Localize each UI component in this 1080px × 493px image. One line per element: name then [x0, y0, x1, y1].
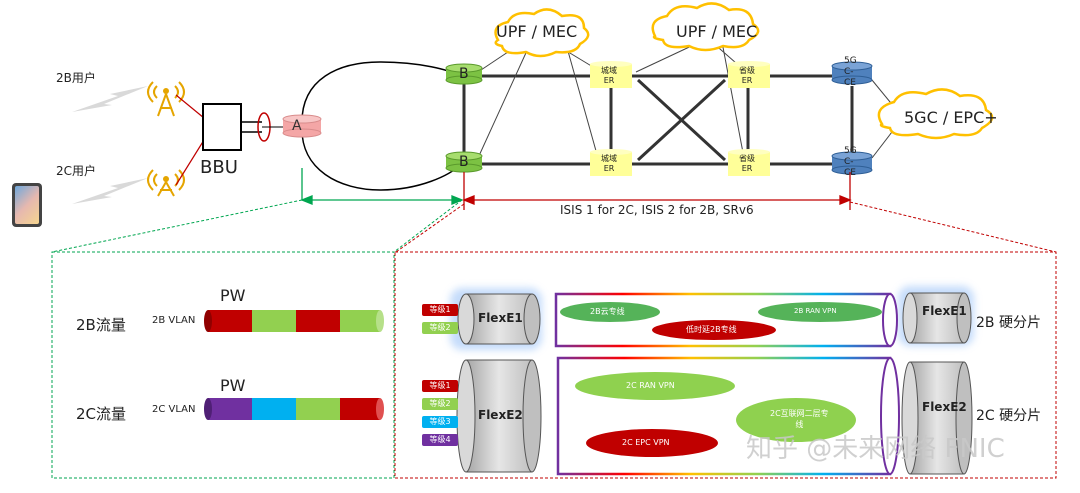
isis-label: ISIS 1 for 2C, ISIS 2 for 2B, SRv6 — [560, 203, 754, 217]
node-b-top — [445, 63, 483, 85]
cloud-icon — [877, 88, 994, 140]
svc-2b-cloud-label: 2B云专线 — [590, 307, 625, 316]
bbu-label: BBU — [200, 157, 238, 178]
upf-mec-label-1: UPF / MEC — [496, 22, 578, 41]
upf-mec-label-2: UPF / MEC — [676, 22, 758, 41]
svc-2c-l2 — [736, 398, 856, 442]
svc-2c-l2-label: 2C互联网二层专线 — [770, 409, 829, 429]
antenna-icon — [147, 81, 185, 117]
node-b-top-label: B — [459, 66, 469, 82]
level-tag: 等级1 — [422, 304, 458, 316]
right-panel — [394, 251, 1057, 479]
node-a-label: A — [292, 118, 302, 134]
domain-er-bottom — [590, 152, 632, 176]
flexe2-left-cylinder — [456, 359, 542, 473]
flexe1-left-label: FlexE1 — [478, 311, 523, 325]
flexe2-right-label: FlexE2 — [922, 400, 967, 414]
pw-label-1: PW — [220, 286, 246, 305]
pw-pipe-2c — [204, 398, 384, 420]
cloud-icon — [651, 2, 760, 52]
level-tag: 等级3 — [422, 416, 458, 428]
prov-er-bottom — [728, 152, 770, 176]
flexe2-right-cylinder — [901, 361, 973, 475]
slice-pipe-2b — [554, 292, 898, 348]
pw-label-2: PW — [220, 376, 246, 395]
wireless-bolt-bot — [72, 178, 148, 204]
node-a — [282, 114, 322, 138]
svc-2c-epc-label: 2C EPC VPN — [622, 438, 670, 447]
cloud-icon — [494, 8, 590, 58]
level-tag: 等级1 — [422, 380, 458, 392]
traffic-2c-label: 2C流量 — [76, 405, 127, 423]
user-2c-label: 2C用户 — [56, 164, 97, 178]
svc-2c-ran-label: 2C RAN VPN — [626, 381, 675, 390]
level-tag: 等级2 — [422, 398, 458, 410]
prov-er-top — [728, 64, 770, 88]
slice-2c-label: 2C 硬分片 — [976, 408, 1042, 424]
vlan-2b-label: 2B VLAN — [152, 315, 196, 326]
svc-2b-ran — [758, 302, 882, 322]
core-ce-top — [831, 61, 873, 85]
flexe1-right-cylinder — [902, 292, 972, 344]
level-tag: 等级2 — [422, 322, 458, 334]
flexe1-right-label: FlexE1 — [922, 304, 967, 318]
flexe1-left-cylinder — [457, 293, 541, 345]
wireless-bolt-top — [72, 86, 148, 112]
user-2b-label: 2B用户 — [56, 71, 96, 85]
svc-low-latency — [652, 320, 776, 340]
svc-2c-ran — [575, 372, 735, 400]
node-b-bottom-label: B — [459, 154, 469, 170]
core-5gc-label: 5GC / EPC+ — [904, 108, 998, 127]
domain-er-top — [590, 64, 632, 88]
watermark: 知乎 @未来网络 FNIC — [746, 434, 1005, 464]
flexe2-left-label: FlexE2 — [478, 408, 523, 422]
left-panel — [51, 251, 395, 479]
core-ce-bottom — [831, 151, 873, 175]
slice-2b-label: 2B 硬分片 — [976, 315, 1041, 331]
svc-2b-ran-label: 2B RAN VPN — [794, 307, 837, 315]
node-b-bottom — [445, 151, 483, 173]
svc-low-latency-label: 低时延2B专线 — [686, 325, 737, 334]
phone-icon — [12, 183, 42, 227]
bbu-box — [202, 103, 242, 151]
antenna-icon — [147, 169, 185, 197]
svc-2b-cloud — [560, 302, 660, 322]
pw-pipe-2b — [204, 310, 384, 332]
traffic-2b-label: 2B流量 — [76, 316, 126, 334]
level-tag: 等级4 — [422, 434, 458, 446]
svc-2c-epc — [586, 429, 718, 457]
slice-pipe-2c — [556, 356, 900, 476]
vlan-2c-label: 2C VLAN — [152, 404, 196, 415]
